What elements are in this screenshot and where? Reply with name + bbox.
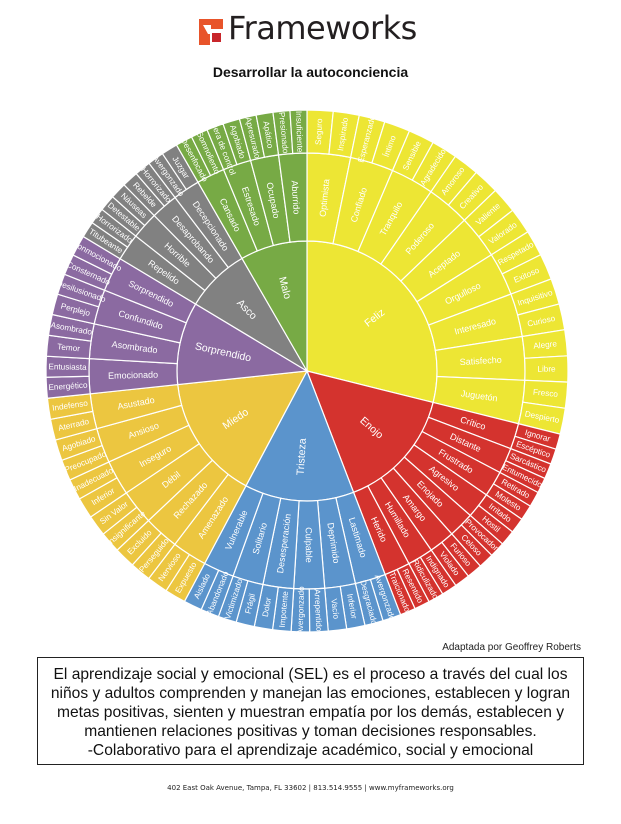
outer-label-alegre-14: Alegre: [533, 339, 558, 351]
middle-label-satisfecho: Satisfecho: [459, 355, 502, 367]
outer-label-impotente-6: Impotente: [278, 590, 291, 628]
header: Frameworks: [0, 0, 621, 60]
outer-label-seguro-0: Seguro: [314, 118, 324, 145]
outer-label-dolor-7: Dolor: [261, 596, 273, 617]
core-label-malo: Malo: [276, 275, 294, 300]
brand-name: Frameworks: [228, 9, 417, 47]
middle-label-optimista: Optimista: [318, 178, 332, 217]
sel-source: -Colaborativo para el aprendizaje académ…: [87, 742, 534, 759]
outer-label-insuficiente-7: Insuficiente: [294, 111, 304, 153]
outer-label-avergonzado-5: Avergonzado: [296, 586, 306, 635]
wheel-slices: [45, 109, 569, 633]
middle-label-emocionado: Emocionado: [108, 370, 158, 381]
frameworks-logo-icon: [199, 19, 223, 45]
outer-slice-insuficiente-7: [289, 109, 308, 155]
sel-paragraph: El aprendizaje social y emocional (SEL) …: [50, 666, 571, 740]
outer-label-temor-2: Temor: [57, 342, 81, 353]
outer-label-fresco-16: Fresco: [533, 388, 559, 399]
page-title: Desarrollar la autoconciencia: [212, 64, 409, 80]
attribution: Adaptada por Geoffrey Roberts: [442, 642, 581, 653]
sel-definition-box: El aprendizaje social y emocional (SEL) …: [37, 657, 584, 765]
footer-contact: 402 East Oak Avenue, Tampa, FL 33602 | 8…: [167, 784, 454, 792]
outer-label-entusiasta-1: Entusiasta: [48, 362, 87, 372]
outer-label-libre-15: Libre: [537, 365, 556, 374]
outer-label-energetico-0: Energético: [48, 381, 88, 393]
core-label-tristeza: Tristeza: [295, 438, 309, 476]
middle-label-culpable: Culpable: [304, 527, 314, 563]
outer-label-arrepentido-4: Arrepentido: [313, 589, 324, 632]
outer-label-vacio-3: Vacío: [329, 598, 340, 620]
sel-definition-text: El aprendizaje social y emocional (SEL) …: [48, 665, 573, 760]
middle-label-aburrido: Aburrido: [290, 180, 302, 215]
outer-label-apatico-5: Apático: [261, 120, 274, 149]
outer-label-presionado-6: Presionado: [277, 112, 290, 155]
feelings-wheel: FelizEnojoTristezaMiedoSorprendidoAscoMa…: [45, 109, 569, 635]
